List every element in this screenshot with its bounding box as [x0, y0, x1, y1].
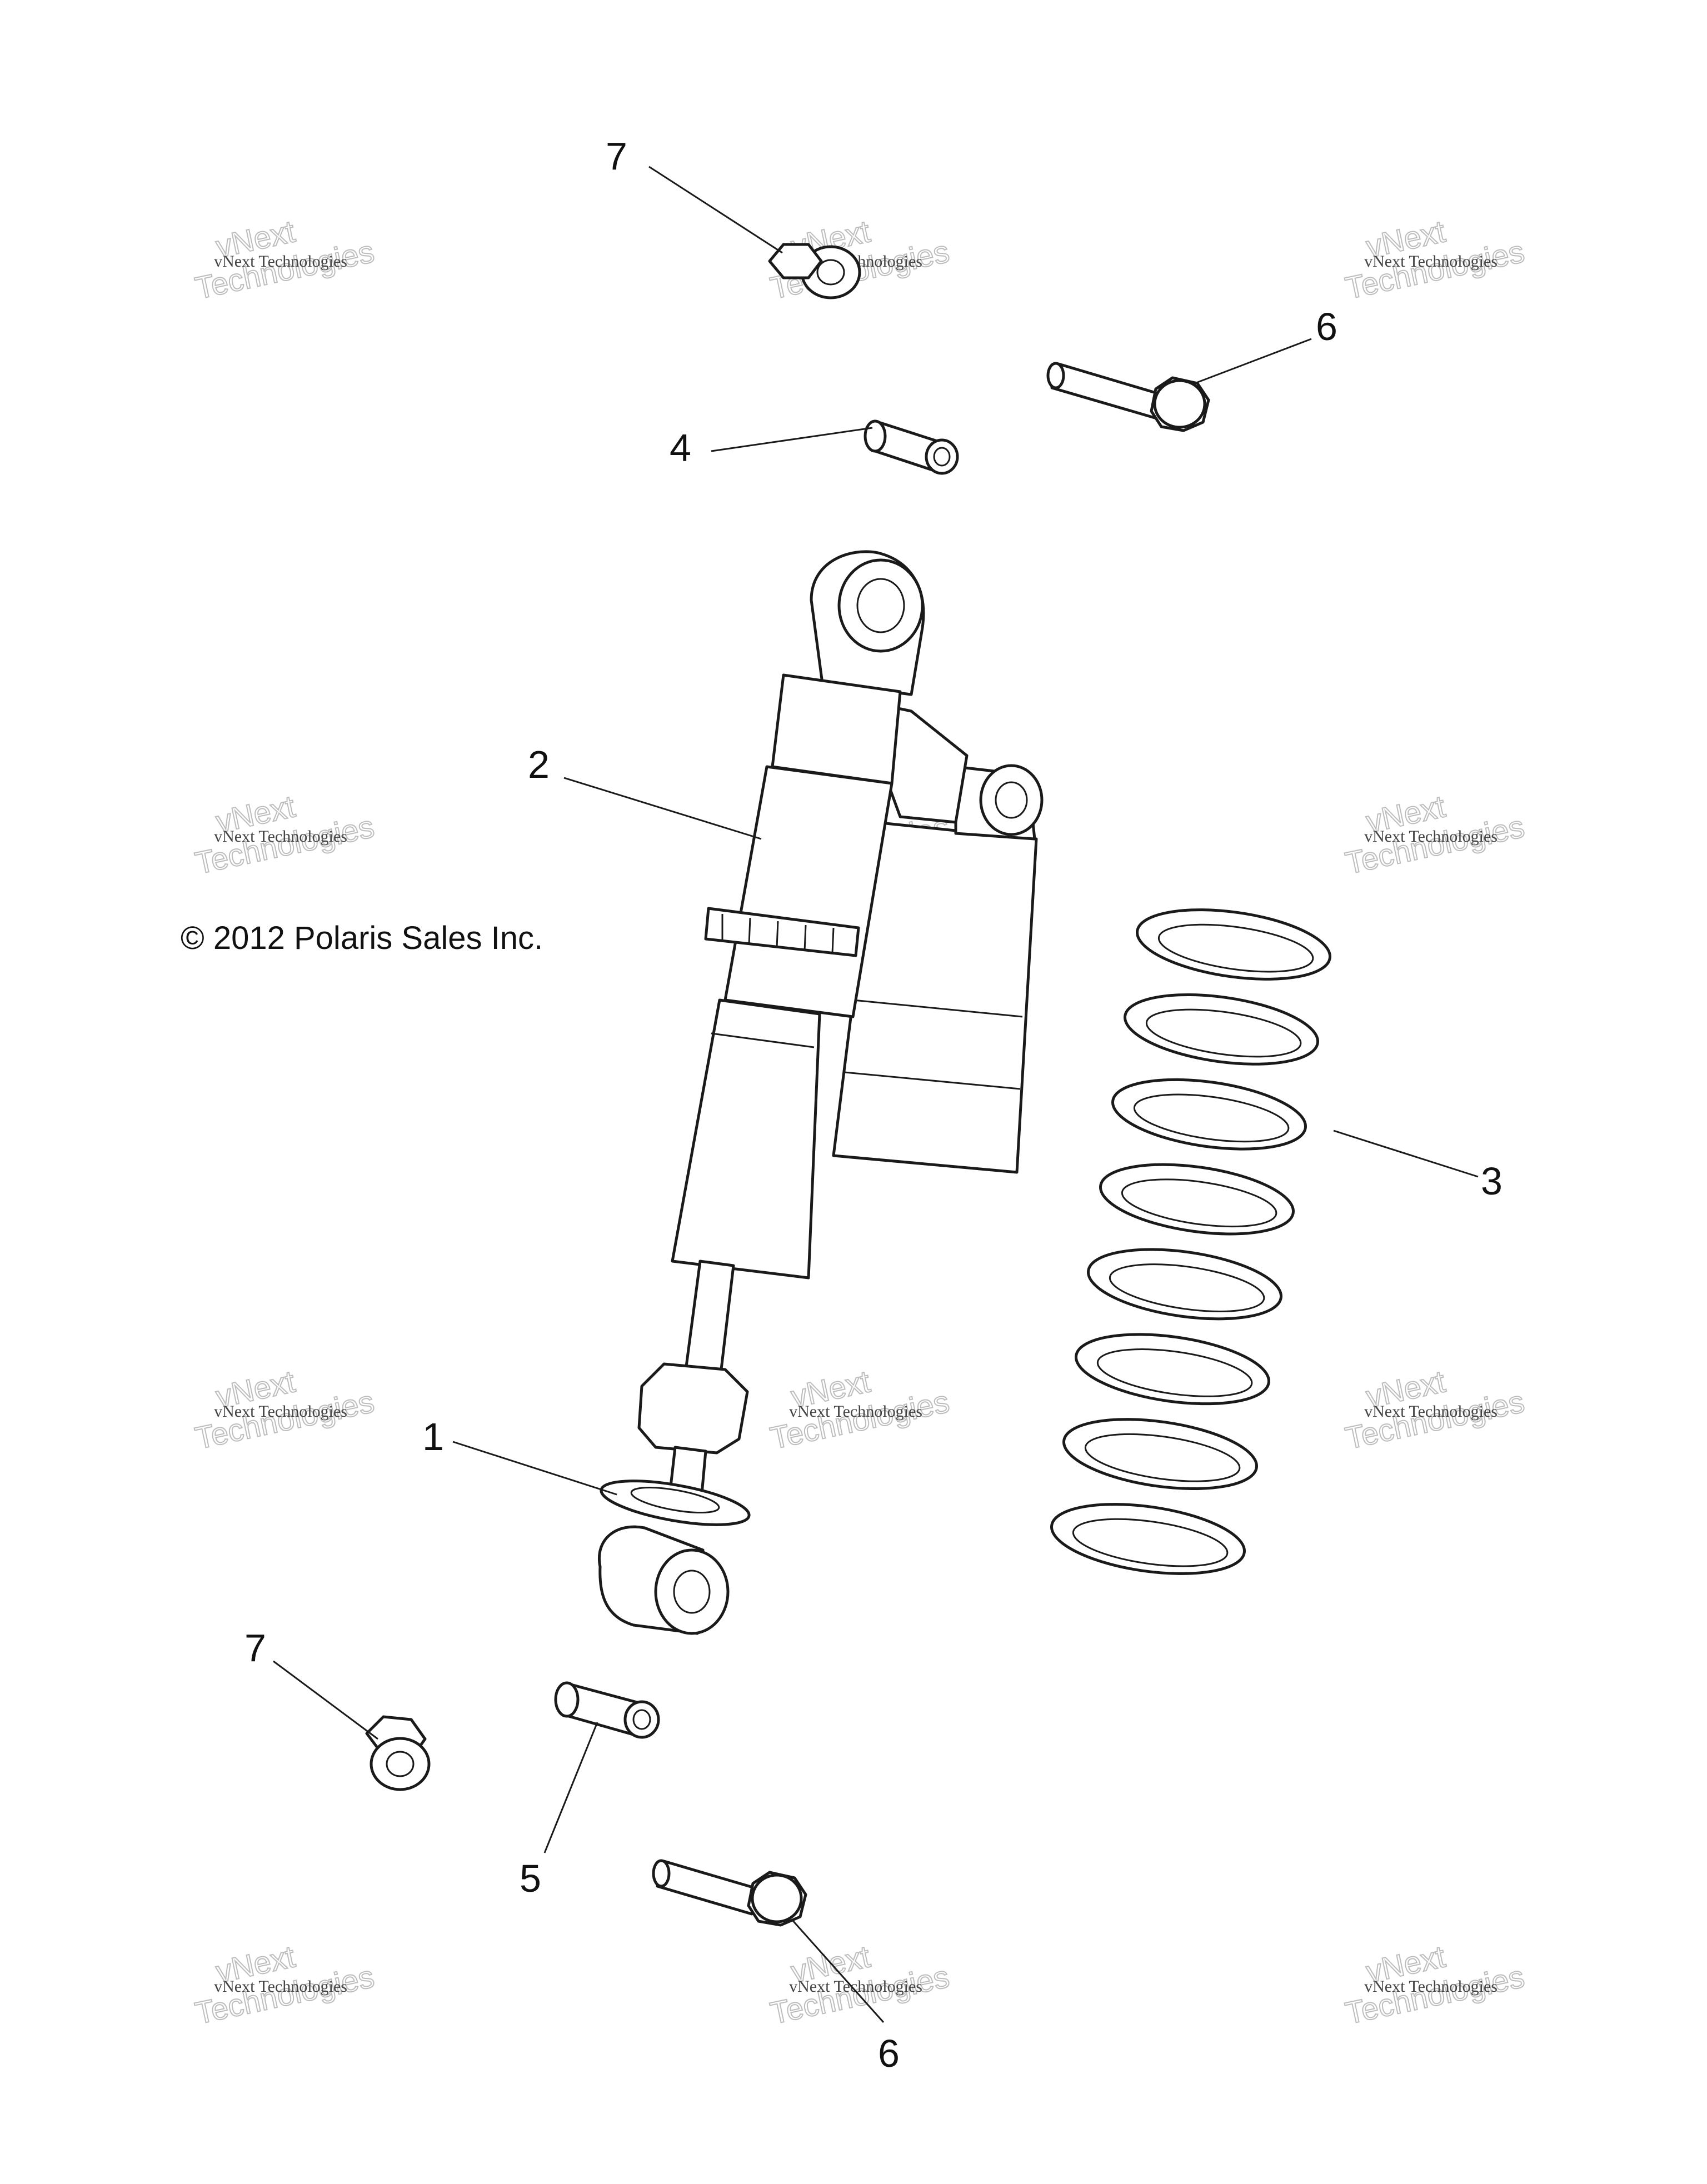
leader-lines — [273, 166, 1479, 2023]
callout-3: 3 — [1481, 1160, 1503, 1203]
spring-coil — [1087, 1248, 1282, 1321]
watermark-small: vNext Technologies — [789, 1402, 922, 1421]
watermark-small: vNext Technologies — [1364, 1402, 1498, 1421]
spring-coil — [1111, 1078, 1307, 1151]
part-6-bolt-bottom — [652, 1859, 807, 1927]
spring-coil — [1136, 908, 1331, 981]
callout-6-bottom: 6 — [878, 2032, 900, 2075]
spring-coil — [1075, 1333, 1270, 1406]
watermark-small: vNext Technologies — [1364, 1977, 1498, 1996]
callout-2: 2 — [528, 743, 550, 786]
callout-4: 4 — [670, 426, 691, 469]
part-7-flange-nut-bottom — [365, 1715, 431, 1791]
watermark-small: vNext Technologies — [1364, 827, 1498, 846]
spring-coil — [1050, 1503, 1246, 1575]
copyright-notice: © 2012 Polaris Sales Inc. — [181, 920, 543, 956]
watermark-small: vNext Technologies — [214, 1977, 347, 1996]
part-4-bushing-top — [864, 419, 959, 475]
watermark-small: vNext Technologies — [214, 1402, 347, 1421]
part-2-shock-absorber — [598, 550, 1044, 1635]
part-6-bolt-top — [1046, 362, 1210, 432]
callout-7-bottom: 7 — [244, 1626, 266, 1670]
spring-coil-inner — [1084, 1433, 1241, 1482]
callout-5: 5 — [520, 1857, 541, 1900]
spring-coil-inner — [1072, 1518, 1229, 1567]
spring-coil — [1099, 1163, 1295, 1236]
callout-labels: 7 6 4 2 3 1 7 5 6 — [244, 134, 1503, 2075]
part-7-flange-nut-top — [768, 243, 861, 299]
spring-coil-inner — [1145, 1008, 1302, 1058]
spring-coil-inner — [1133, 1093, 1290, 1143]
watermark-small: vNext Technologies — [214, 252, 347, 271]
callout-7-top: 7 — [606, 134, 627, 178]
watermark-small: vNext Technologies — [1364, 252, 1498, 271]
callout-6-top: 6 — [1316, 305, 1337, 348]
callout-1: 1 — [422, 1415, 444, 1458]
spring-coil-inner — [1121, 1178, 1277, 1228]
part-3-coil-spring — [1050, 908, 1331, 1575]
spring-coil-inner — [1157, 923, 1314, 973]
watermark-small: vNext Technologies — [789, 1977, 922, 1996]
spring-coil-inner — [1109, 1263, 1265, 1312]
spring-coil — [1124, 993, 1319, 1066]
part-5-bushing-bottom — [554, 1681, 660, 1739]
spring-coil-inner — [1096, 1348, 1253, 1397]
spring-coil — [1062, 1418, 1258, 1491]
watermark-small: vNext Technologies — [214, 827, 347, 846]
